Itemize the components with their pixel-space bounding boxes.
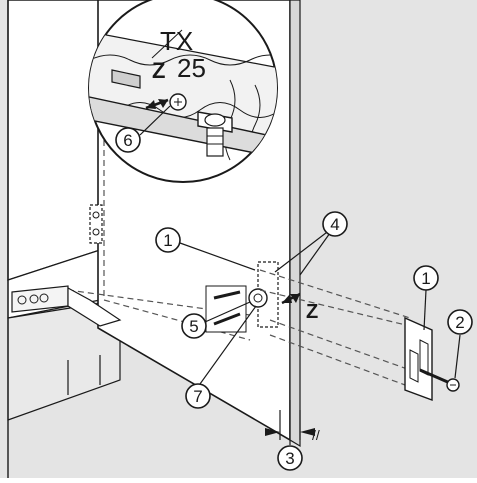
- callout-7: 7: [185, 383, 211, 409]
- base-feet: [67, 355, 101, 395]
- svg-text:2: 2: [455, 313, 464, 332]
- door-bracket-area: [248, 261, 279, 328]
- svg-text:1: 1: [421, 269, 430, 288]
- svg-text:7: 7: [193, 387, 202, 406]
- callout-5: 5: [181, 313, 207, 339]
- callout-2: 2: [447, 309, 473, 335]
- hinge-bracket-part: [404, 316, 433, 402]
- z-label-main: Z: [306, 301, 318, 323]
- callout-4: 4: [322, 211, 348, 237]
- svg-text:3: 3: [285, 449, 294, 468]
- callout-1-bracket: 1: [413, 265, 439, 291]
- svg-text:5: 5: [189, 317, 198, 336]
- callout-leaders: [179, 225, 461, 445]
- callout-6-leader: [139, 105, 171, 136]
- tool-label-tx: TX: [160, 26, 193, 56]
- z-label-inset: Z: [152, 58, 165, 83]
- svg-text:6: 6: [123, 131, 132, 150]
- screw-icon: [419, 368, 460, 392]
- tx-leader: [151, 29, 183, 59]
- fixing-screws-icon: [205, 285, 247, 333]
- z-direction-arrow: [281, 292, 301, 305]
- niche-left-interior: [7, 0, 101, 281]
- callout-6: 6: [115, 127, 141, 153]
- svg-text:1: 1: [163, 231, 172, 250]
- tool-label-size: 25: [177, 53, 206, 83]
- door-side-edge: [289, 0, 301, 448]
- callout-1-door: 1: [155, 227, 181, 253]
- parallel-mark: //: [312, 427, 320, 443]
- control-panel-icon: [11, 285, 122, 327]
- projection-lines: [259, 269, 411, 386]
- gap-marker: [265, 410, 315, 440]
- svg-text:4: 4: [330, 215, 339, 234]
- callout-3: 3: [277, 445, 303, 471]
- upper-hinge-icon: [89, 204, 103, 244]
